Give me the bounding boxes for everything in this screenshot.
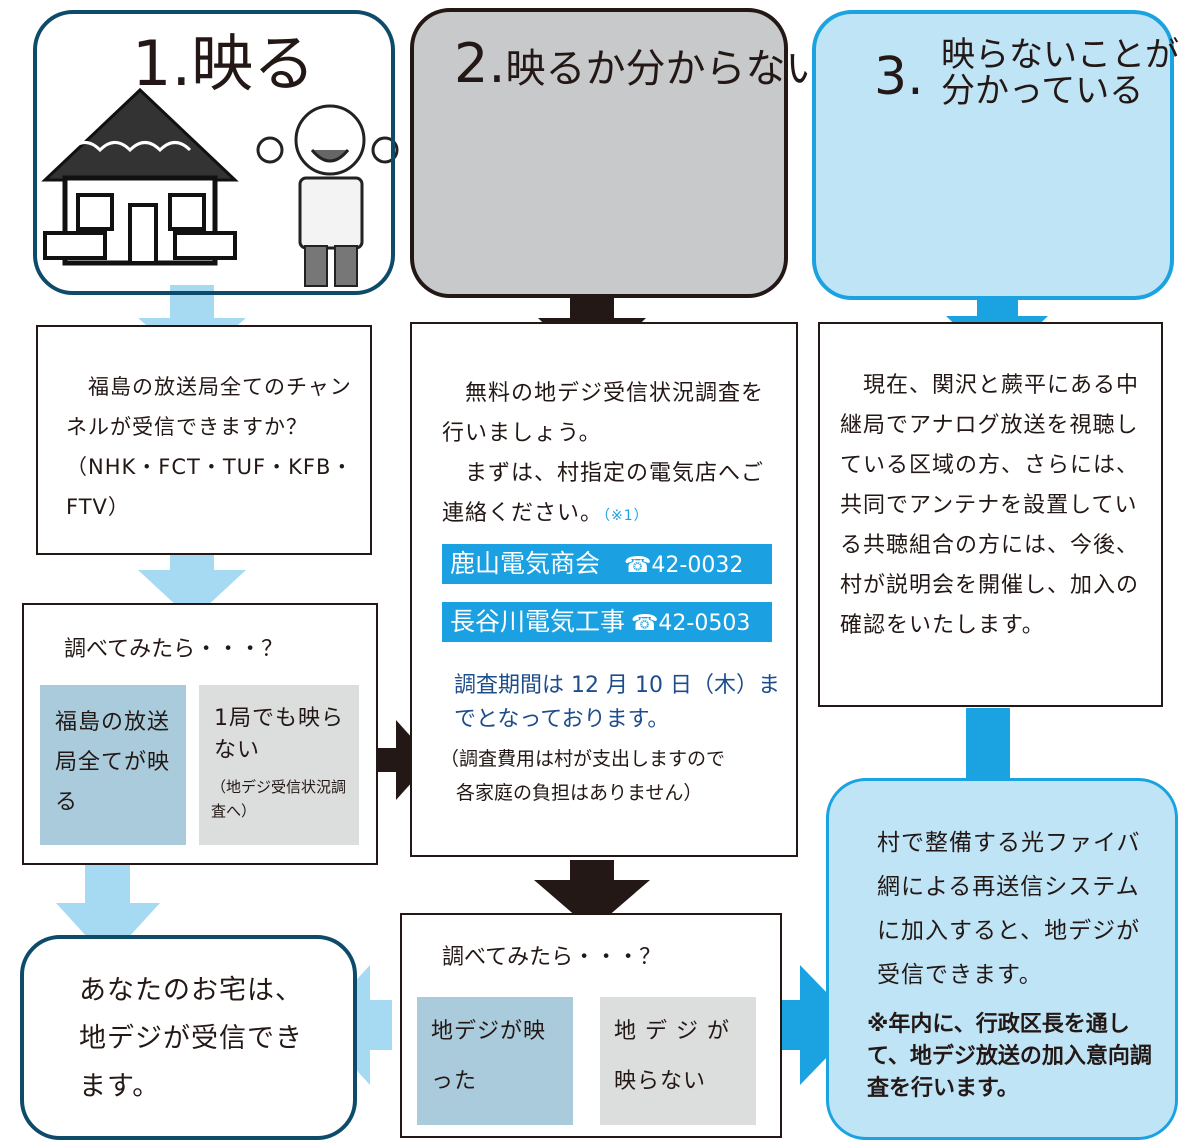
result-some-missing-text: 1局でも映らない xyxy=(214,706,344,763)
survey-box: 無料の地デジ受信状況調査を行いましょう。 まずは、村指定の電気店へご連絡ください… xyxy=(410,322,798,857)
header-2-number: 2. xyxy=(454,32,506,95)
question-text: 福島の放送局全てのチャンネルが受信できますか？（NHK・FCT・TUF・KFB・… xyxy=(66,375,354,519)
result-all-channels: 福島の放送局全てが映る xyxy=(40,685,186,845)
shop-2-name: 長谷川電気工事 xyxy=(450,607,626,636)
header-2-title: 2.映るか分からない xyxy=(454,34,826,99)
header-3-number: 3. xyxy=(874,47,924,107)
header-1-number: 1. xyxy=(132,27,192,100)
survey-period: 調査期間は 12 月 10 日（木）までとなっております。 xyxy=(454,673,780,732)
check-title-2: 調べてみたら・・・？ xyxy=(442,945,662,970)
shop-2-tel: ☎42-0503 xyxy=(631,611,751,636)
question-box: 福島の放送局全てのチャンネルが受信できますか？（NHK・FCT・TUF・KFB・… xyxy=(36,325,372,555)
explanation-box: 現在、関沢と蕨平にある中継局でアナログ放送を視聴している区域の方、さらには、共同… xyxy=(818,322,1163,707)
arrow-right-cyan xyxy=(752,965,858,1085)
header-1-text: 映る xyxy=(191,27,316,100)
header-3-line2: 分かっている xyxy=(941,71,1144,111)
shop-1-name: 鹿山電気商会 xyxy=(450,549,601,578)
happy-man-illustration xyxy=(256,104,399,287)
header-box-3: 3. 映らないことが 分かっている xyxy=(812,10,1179,300)
result-digital-ng: 地 デ ジ が映らない xyxy=(600,997,756,1125)
result-digital-ok-text: 地デジが映った xyxy=(431,1019,547,1094)
check-box-2: 調べてみたら・・・？ 地デジが映った 地 デ ジ が映らない xyxy=(400,913,782,1138)
house-1-illustration xyxy=(41,87,239,266)
check-title-1: 調べてみたら・・・？ xyxy=(64,637,284,662)
survey-para2: まずは、村指定の電気店へご連絡ください。（※1） xyxy=(442,454,782,536)
header-1-title: 1.映る xyxy=(132,29,315,99)
result-digital-ok: 地デジが映った xyxy=(417,997,573,1125)
result-some-missing-sub: （地デジ受信状況調査へ） xyxy=(211,778,347,820)
shop-1: 鹿山電気商会 ☎42-0032 xyxy=(442,544,772,584)
shop-1-tel: ☎42-0032 xyxy=(624,553,744,578)
final-result-box: あなたのお宅は、地デジが受信できます。 xyxy=(20,935,357,1140)
arrow-down-cyan-1 xyxy=(946,278,1048,365)
survey-cost-2: 各家庭の負担はありません） xyxy=(456,782,703,804)
final-result-text: あなたのお宅は、地デジが受信できます。 xyxy=(79,975,303,1102)
survey-cost-1: （調査費用は村が支出しますので xyxy=(440,748,726,770)
header-box-2: 2.映るか分からない xyxy=(410,8,826,298)
header-2-text: 映るか分からない xyxy=(505,46,826,92)
arrow-down-2 xyxy=(138,535,246,620)
fiber-text: 村で整備する光ファイバ網による再送信システムに加入すると、地デジが受信できます。 xyxy=(877,830,1141,988)
header-3-line1: 映らないことが xyxy=(941,35,1179,75)
result-some-missing: 1局でも映らない （地デジ受信状況調査へ） xyxy=(199,685,359,845)
arrow-down-dark-2 xyxy=(534,860,650,930)
survey-para1: 無料の地デジ受信状況調査を行いましょう。 xyxy=(442,381,765,446)
shop-2: 長谷川電気工事☎42-0503 xyxy=(442,602,772,642)
header-box-1: 1.映る xyxy=(33,10,395,295)
fiber-notice: ※年内に、行政区長を通して、地デジ放送の加入意向調査を行います。 xyxy=(867,1012,1152,1101)
survey-para2-text: まずは、村指定の電気店へご連絡ください。 xyxy=(442,461,765,526)
result-digital-ng-text: 地 デ ジ が映らない xyxy=(614,1019,730,1094)
result-all-channels-text: 福島の放送局全てが映る xyxy=(55,710,171,815)
check-box-1: 調べてみたら・・・？ 福島の放送局全てが映る 1局でも映らない （地デジ受信状況… xyxy=(22,603,378,865)
survey-note-mark: （※1） xyxy=(603,508,649,524)
fiber-box: 村で整備する光ファイバ網による再送信システムに加入すると、地デジが受信できます。… xyxy=(826,778,1178,1140)
explanation-text: 現在、関沢と蕨平にある中継局でアナログ放送を視聴している区域の方、さらには、共同… xyxy=(840,373,1140,638)
arrow-down-3 xyxy=(56,845,160,960)
